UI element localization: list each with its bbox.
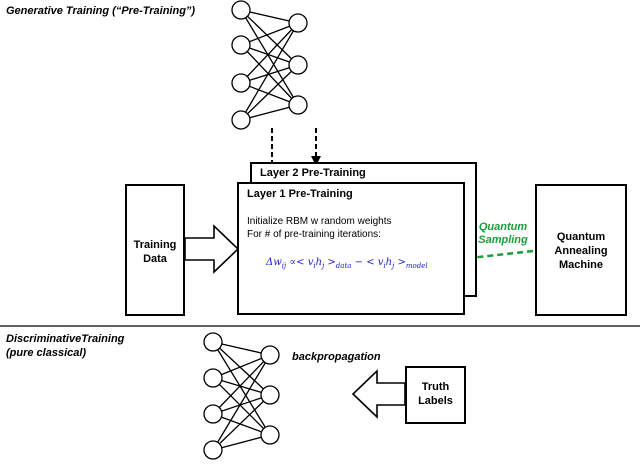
truth-labels-label: Truth Labels <box>418 381 453 407</box>
training-data-block-arrow <box>184 224 240 274</box>
network-edges <box>240 9 299 121</box>
node <box>288 13 308 33</box>
discriminative-training-title: DiscriminativeTraining <box>6 333 125 345</box>
truth-labels-block-arrow <box>351 369 406 419</box>
training-data-label: Training Data <box>133 239 177 265</box>
layer1-title: Layer 1 Pre-Training <box>247 188 353 200</box>
generative-training-title: Generative Training (“Pre-Training”) <box>6 5 196 17</box>
node <box>288 95 308 115</box>
node <box>231 0 251 20</box>
quantum-annealing-machine-label: Quantum Annealing Machine <box>554 231 608 271</box>
node <box>203 332 223 352</box>
quantum-annealing-machine-box: Quantum Annealing Machine <box>535 184 627 316</box>
node <box>203 368 223 388</box>
node <box>288 55 308 75</box>
layer1-pretraining-box: Layer 1 Pre-Training Initialize RBM w ra… <box>237 182 465 315</box>
quantum-sampling-label: Quantum Sampling <box>478 221 528 246</box>
node <box>231 110 251 130</box>
node <box>231 73 251 93</box>
init-weights-text: Initialize RBM w random weights <box>247 216 392 227</box>
quantum-sampling-arrow <box>469 249 534 260</box>
node <box>231 35 251 55</box>
arrow-head <box>311 156 321 166</box>
node <box>260 385 280 405</box>
network-edges <box>212 341 271 451</box>
node <box>203 440 223 460</box>
training-data-box: Training Data <box>125 184 185 316</box>
iterations-text: For # of pre-training iterations: <box>247 229 381 240</box>
backpropagation-label: backpropagation <box>292 351 381 363</box>
node <box>260 345 280 365</box>
node <box>203 404 223 424</box>
truth-labels-box: Truth Labels <box>405 366 466 424</box>
weight-update-formula: Δwij ∝< vihj >data − < vihj >model <box>266 257 428 270</box>
discriminative-training-subtitle: (pure classical) <box>6 347 87 359</box>
discriminative-neural-network <box>203 332 280 460</box>
layer2-title: Layer 2 Pre-Training <box>260 167 366 179</box>
node <box>260 425 280 445</box>
generative-neural-network <box>231 0 308 130</box>
